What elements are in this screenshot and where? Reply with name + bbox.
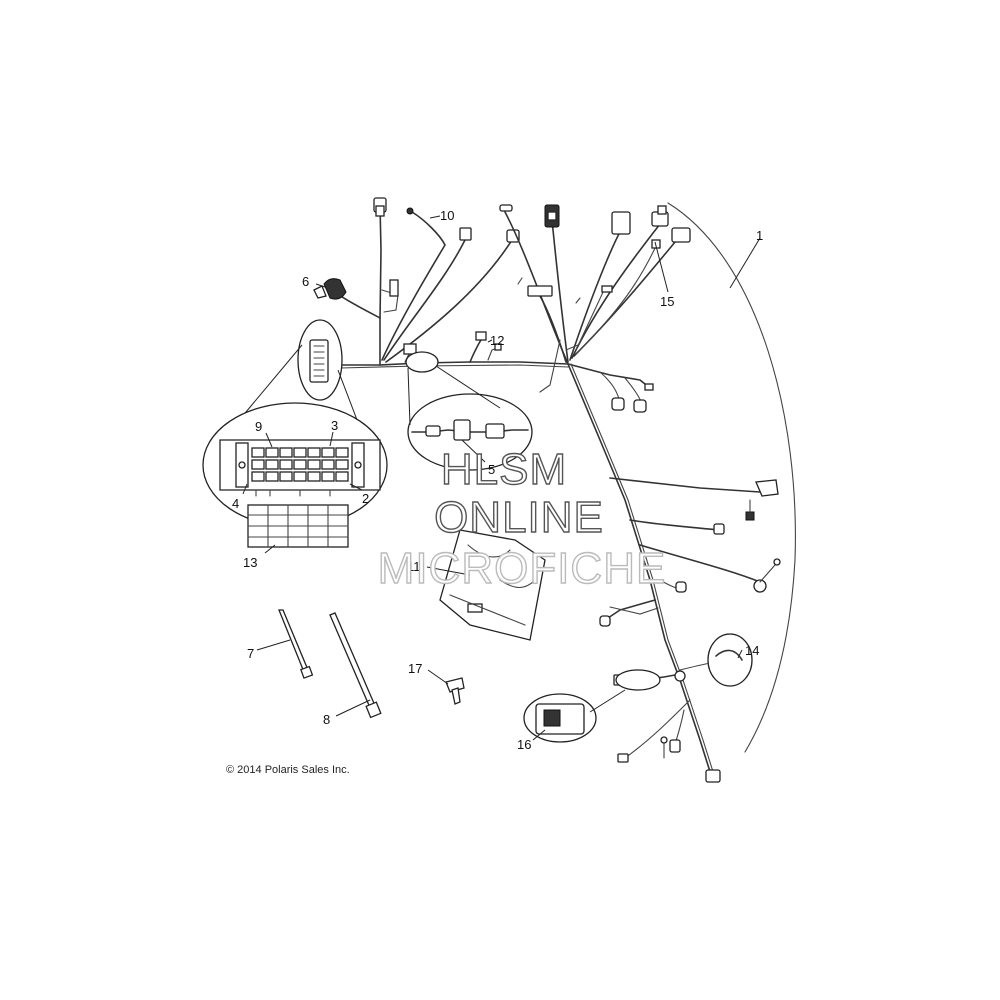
watermark-line-2: ONLINE bbox=[434, 493, 604, 542]
callout-4: 4 bbox=[232, 496, 239, 511]
callout-8: 8 bbox=[323, 712, 330, 727]
callout-15: 15 bbox=[660, 294, 674, 309]
callout-6: 6 bbox=[302, 274, 309, 289]
watermark-line-1: HLSM bbox=[441, 445, 567, 494]
callout-9: 9 bbox=[255, 419, 262, 434]
watermark: HLSM ONLINE MICROFICHE bbox=[377, 444, 667, 593]
callout-7: 7 bbox=[247, 646, 254, 661]
callout-1: 1 bbox=[756, 228, 763, 243]
harness-boundary-arc bbox=[667, 202, 796, 753]
clamp-detail bbox=[674, 633, 753, 687]
callout-14: 14 bbox=[745, 643, 759, 658]
module-detail bbox=[523, 669, 661, 743]
callout-2: 2 bbox=[362, 491, 369, 506]
callout-16: 16 bbox=[517, 737, 531, 752]
connector-detail-small bbox=[209, 319, 379, 476]
inline-connector-detail bbox=[405, 351, 533, 471]
mounting-bracket bbox=[439, 529, 546, 641]
leader-lines bbox=[242, 215, 761, 741]
callout-10: 10 bbox=[440, 208, 454, 223]
callout-3: 3 bbox=[331, 418, 338, 433]
cable-tie-long bbox=[329, 612, 382, 719]
fastener bbox=[445, 677, 465, 705]
copyright-notice: © 2014 Polaris Sales Inc. bbox=[226, 764, 350, 776]
callout-labels: 1 2 3 4 5 6 7 8 9 10 11 12 13 14 15 16 1… bbox=[232, 208, 763, 752]
callout-11: 11 bbox=[407, 559, 421, 574]
callout-13: 13 bbox=[243, 555, 257, 570]
callout-5: 5 bbox=[488, 462, 495, 477]
callout-17: 17 bbox=[408, 661, 422, 676]
watermark-line-3: MICROFICHE bbox=[378, 544, 667, 593]
cable-tie-short bbox=[278, 609, 314, 679]
fuse-box-detail bbox=[202, 402, 388, 528]
callout-12: 12 bbox=[490, 333, 504, 348]
fuse-label-decal bbox=[247, 504, 349, 548]
